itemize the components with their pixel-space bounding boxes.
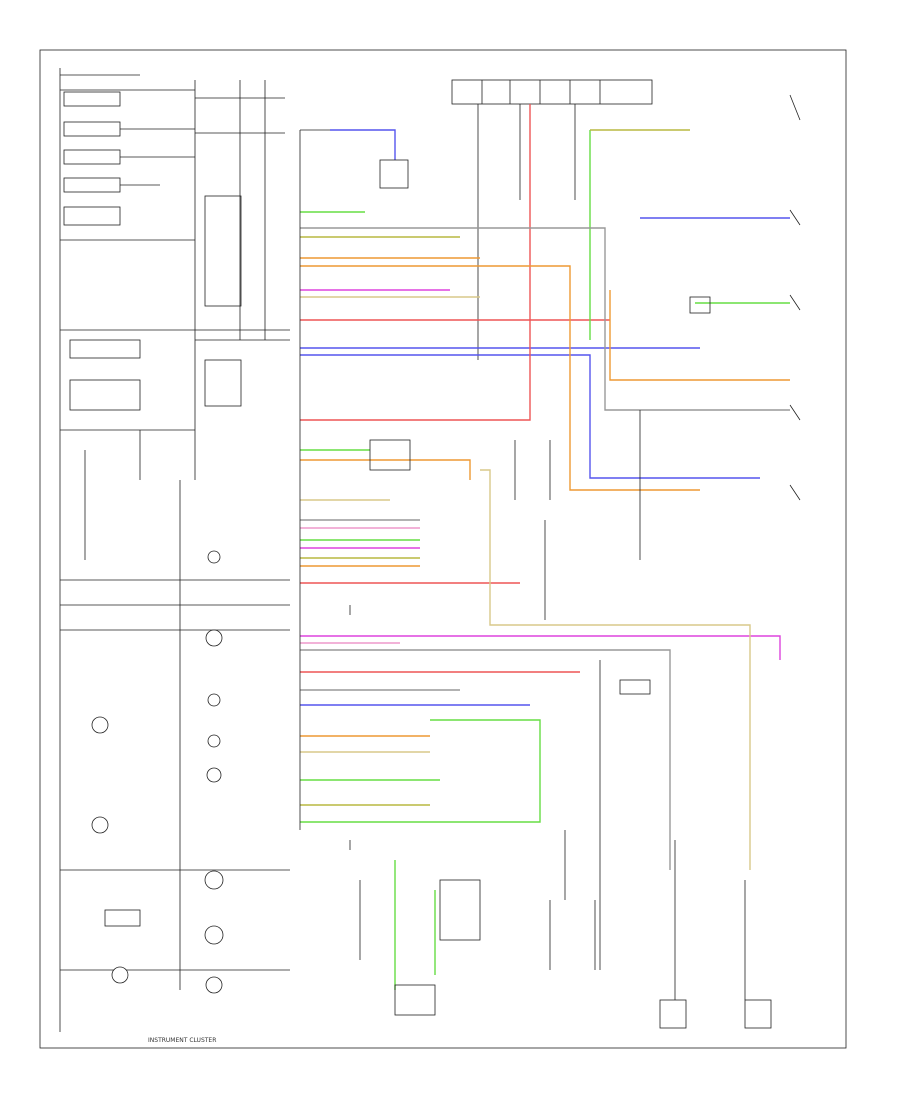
wire-blue-long (300, 354, 760, 479)
switch-3 (789, 294, 801, 311)
gauge-4 (207, 734, 221, 748)
indicator-box-3 (63, 149, 121, 165)
right-sensor-box (619, 679, 651, 695)
right-relay-box (689, 296, 711, 314)
relay-box-top (379, 159, 409, 189)
illumination-control-box (69, 339, 141, 359)
lower-connector-box (394, 984, 436, 1016)
colored-wires (300, 104, 790, 990)
odometer-box (104, 909, 141, 927)
switch-5 (789, 484, 801, 501)
cluster-module-box (204, 359, 242, 407)
wire-orange-3 (300, 459, 471, 480)
gauge-9 (91, 716, 109, 734)
lower-module-box (439, 879, 481, 941)
cluster-label: INSTRUMENT CLUSTER (148, 1037, 216, 1044)
switch-2 (789, 209, 801, 226)
wire-orange-long (300, 265, 700, 491)
wire-blue-top (330, 129, 396, 160)
instrument-cluster: INSTRUMENT CLUSTER (59, 68, 290, 1044)
diagram-border (39, 49, 847, 1049)
wire-gray-1 (300, 227, 790, 411)
cluster-connector-box (204, 195, 242, 307)
wire-red-main (300, 104, 531, 421)
wire-orange-right (609, 290, 790, 381)
indicator-box-5 (63, 206, 121, 226)
switch-1 (789, 94, 801, 121)
fuse-block (451, 79, 653, 360)
bottom-right-box-2 (744, 999, 772, 1029)
wire-magenta-long (300, 635, 781, 660)
gauge-1 (207, 550, 221, 564)
right-switches (599, 94, 801, 1029)
brake-switch-box (69, 379, 141, 411)
sensor-box-center (369, 439, 411, 471)
fuse-box (451, 79, 653, 105)
indicator-box-2 (63, 121, 121, 137)
gauge-8 (205, 976, 223, 994)
center-components (299, 129, 596, 1016)
gauge-6 (204, 870, 224, 890)
indicator-box-1 (63, 91, 121, 107)
wire-gray-4 (300, 649, 671, 870)
gauge-7 (204, 925, 224, 945)
gauge-2 (205, 629, 223, 647)
bottom-right-box-1 (659, 999, 687, 1029)
gauge-11 (111, 966, 129, 984)
wire-green-lower (300, 719, 541, 823)
gauge-5 (206, 767, 222, 783)
indicator-box-4 (63, 177, 121, 193)
switch-4 (789, 404, 801, 421)
wire-tan-long (480, 469, 751, 870)
gauge-10 (91, 816, 109, 834)
gauge-3 (207, 693, 221, 707)
